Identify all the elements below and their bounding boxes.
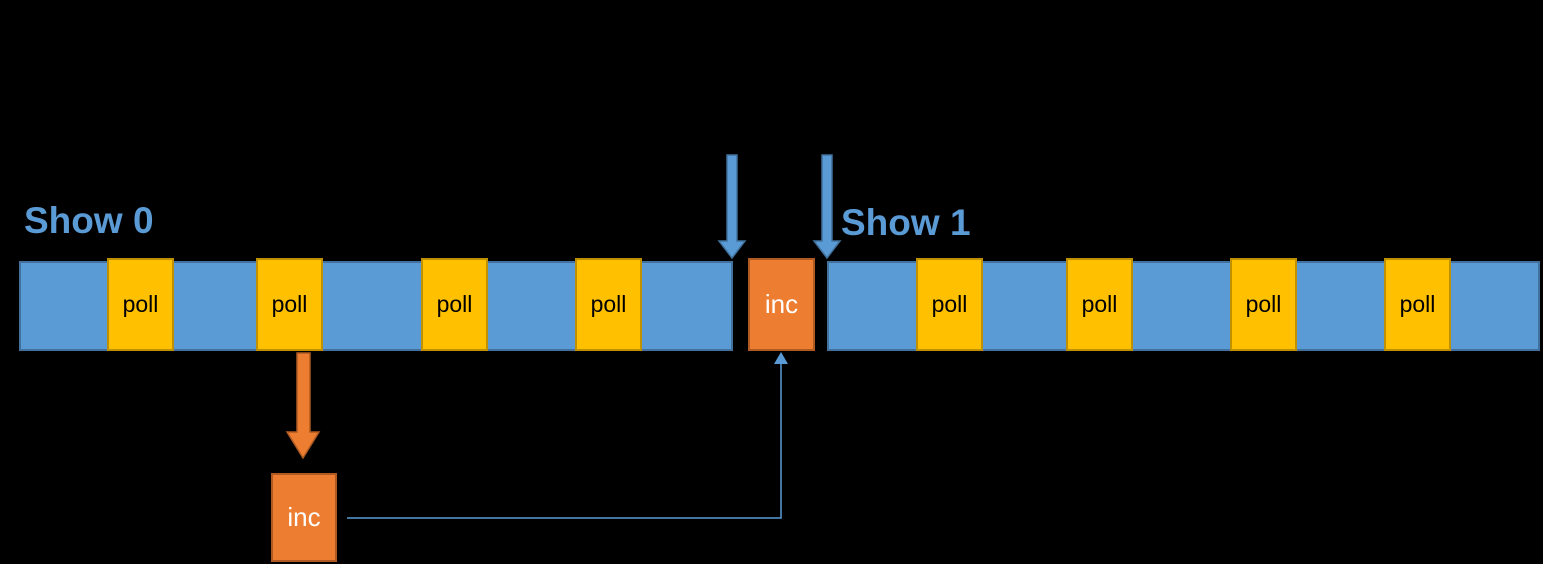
poll-block: poll bbox=[575, 258, 642, 351]
show0-label: Show 0 bbox=[24, 200, 154, 241]
inc-block-detail: inc bbox=[271, 473, 337, 562]
inc-connector-line bbox=[347, 363, 782, 519]
poll-block: poll bbox=[107, 258, 174, 351]
inc-block-timeline: inc bbox=[748, 258, 815, 351]
poll-block: poll bbox=[256, 258, 323, 351]
down-arrow-icon-show1-start bbox=[812, 154, 842, 260]
poll-block: poll bbox=[1384, 258, 1451, 351]
down-arrow-icon-poll-to-inc bbox=[285, 352, 321, 460]
poll-block: poll bbox=[1230, 258, 1297, 351]
down-arrow-icon-show0-end bbox=[717, 154, 747, 260]
poll-block: poll bbox=[1066, 258, 1133, 351]
poll-block: poll bbox=[916, 258, 983, 351]
poll-block: poll bbox=[421, 258, 488, 351]
show1-label: Show 1 bbox=[841, 202, 971, 243]
up-arrowhead-icon bbox=[774, 352, 788, 364]
